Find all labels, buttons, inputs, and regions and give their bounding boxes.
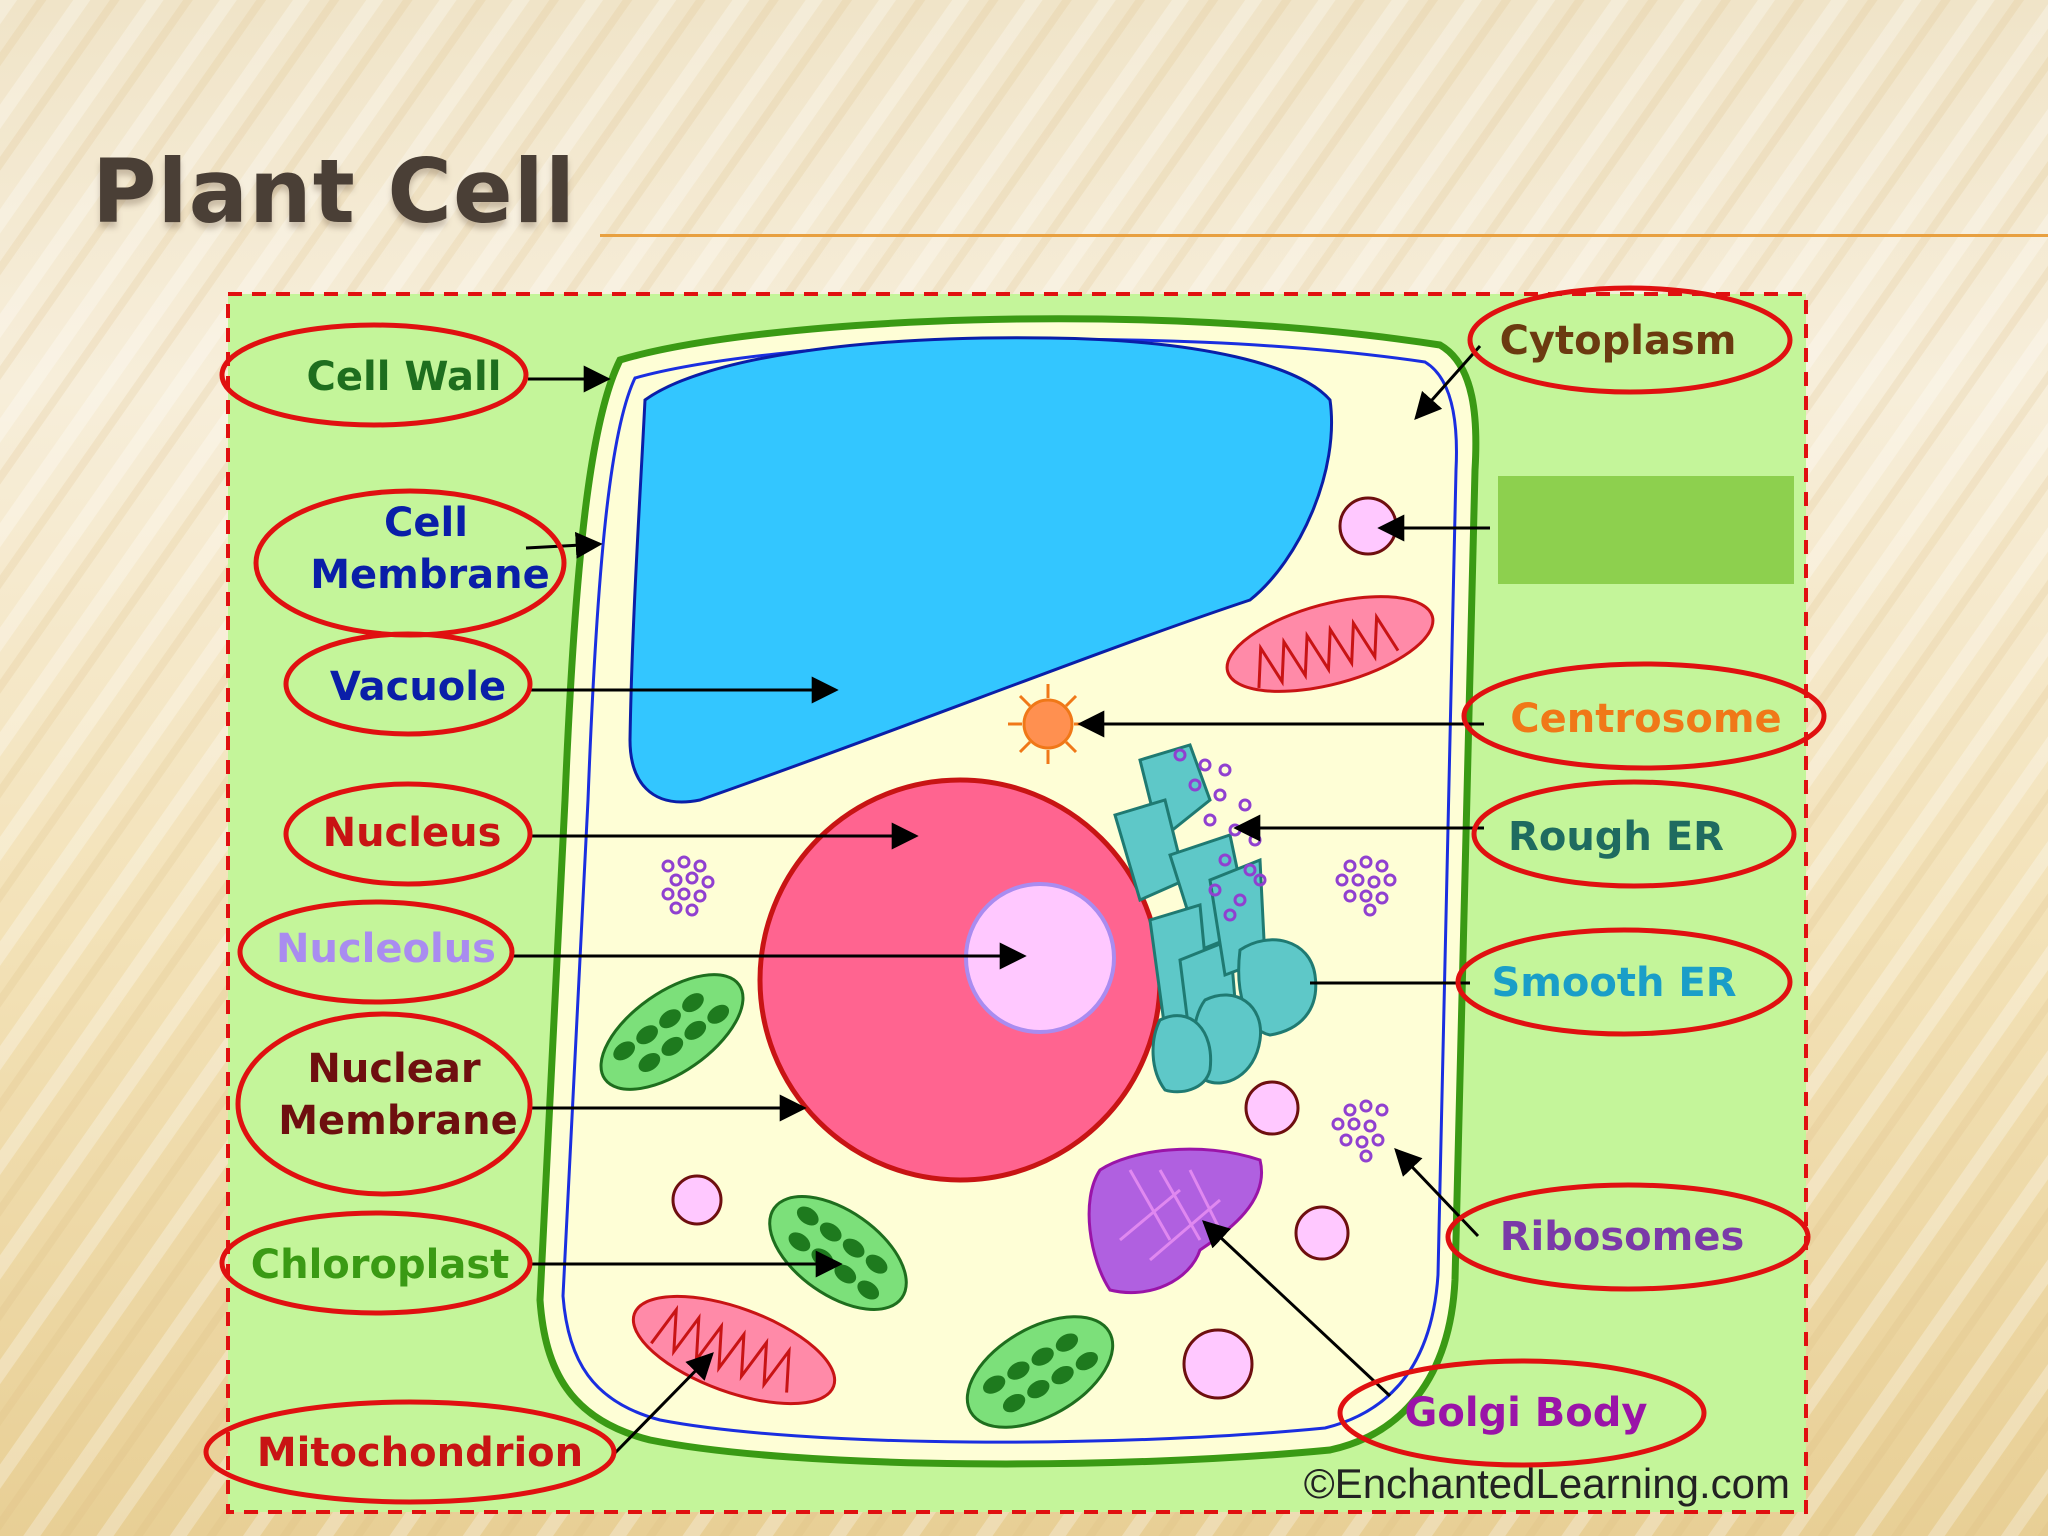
ribosomes-ring [1445, 1182, 1811, 1292]
label-nucleus: Nucleus [323, 810, 502, 856]
cytoplasm-arrow [1414, 345, 1482, 421]
chloroplast-shape [965, 1315, 1115, 1429]
label-rings [203, 285, 1827, 1505]
label-chloroplast: Chloroplast [251, 1242, 510, 1288]
vacuole-ring [283, 631, 533, 737]
mitochondrion-arrow [612, 1352, 714, 1456]
leader-lines [512, 345, 1490, 1456]
centrosome-ring [1461, 661, 1827, 771]
label-nuclear-membrane-line2: Membrane [278, 1098, 518, 1144]
label-rough-er: Rough ER [1508, 814, 1724, 860]
label-cover-box [1498, 476, 1794, 584]
vacuole-shape [628, 336, 1333, 804]
ribosome-cluster [661, 855, 1397, 1163]
cytoplasm-ring [1467, 285, 1793, 395]
smooth-er-shape [1151, 938, 1318, 1094]
golgi-body-shape [1087, 1147, 1263, 1295]
centrosome-shape [1008, 684, 1088, 764]
golgi-body-ring [1337, 1358, 1707, 1468]
mitochondrion-shape [1225, 595, 1435, 693]
rough-er-ring [1471, 779, 1797, 889]
nuclear-membrane-ring [235, 1011, 533, 1197]
nucleus-ring [283, 781, 533, 887]
cell-wall-ring [219, 322, 529, 428]
ribosomes-arrow [1394, 1148, 1480, 1238]
label-cell-wall: Cell Wall [307, 354, 502, 400]
credit-text: ©EnchantedLearning.com [1304, 1460, 1790, 1507]
label-ribosomes: Ribosomes [1500, 1214, 1745, 1260]
golgi-body-arrow [1202, 1220, 1392, 1398]
chloroplast-shape [599, 973, 745, 1091]
nucleolus-ring [237, 899, 515, 1005]
cell-membrane-arrow [525, 531, 603, 559]
smooth-er-ring [1455, 927, 1793, 1037]
mitochondrion-ring [203, 1399, 617, 1505]
label-cytoplasm: Cytoplasm [1500, 318, 1737, 364]
title-underline [600, 234, 2048, 237]
label-cell-membrane-line1: Cell [384, 500, 468, 546]
label-smooth-er: Smooth ER [1491, 960, 1736, 1006]
label-centrosome: Centrosome [1510, 696, 1781, 742]
cell-membrane-shape [561, 337, 1458, 1444]
chloroplast-ring [219, 1210, 533, 1316]
mitochondrion-shape [631, 1294, 837, 1406]
label-vacuole: Vacuole [330, 664, 506, 710]
label-nuclear-membrane-line1: Nuclear [307, 1046, 480, 1092]
label-cell-membrane-line2: Membrane [310, 552, 550, 598]
slide-title: Plant Cell [92, 140, 576, 243]
label-mitochondrion: Mitochondrion [257, 1430, 583, 1476]
label-nucleolus: Nucleolus [276, 926, 496, 972]
diagram-panel-border [226, 292, 1808, 1514]
nucleolus-shape [964, 882, 1116, 1034]
label-golgi-body: Golgi Body [1405, 1390, 1648, 1436]
